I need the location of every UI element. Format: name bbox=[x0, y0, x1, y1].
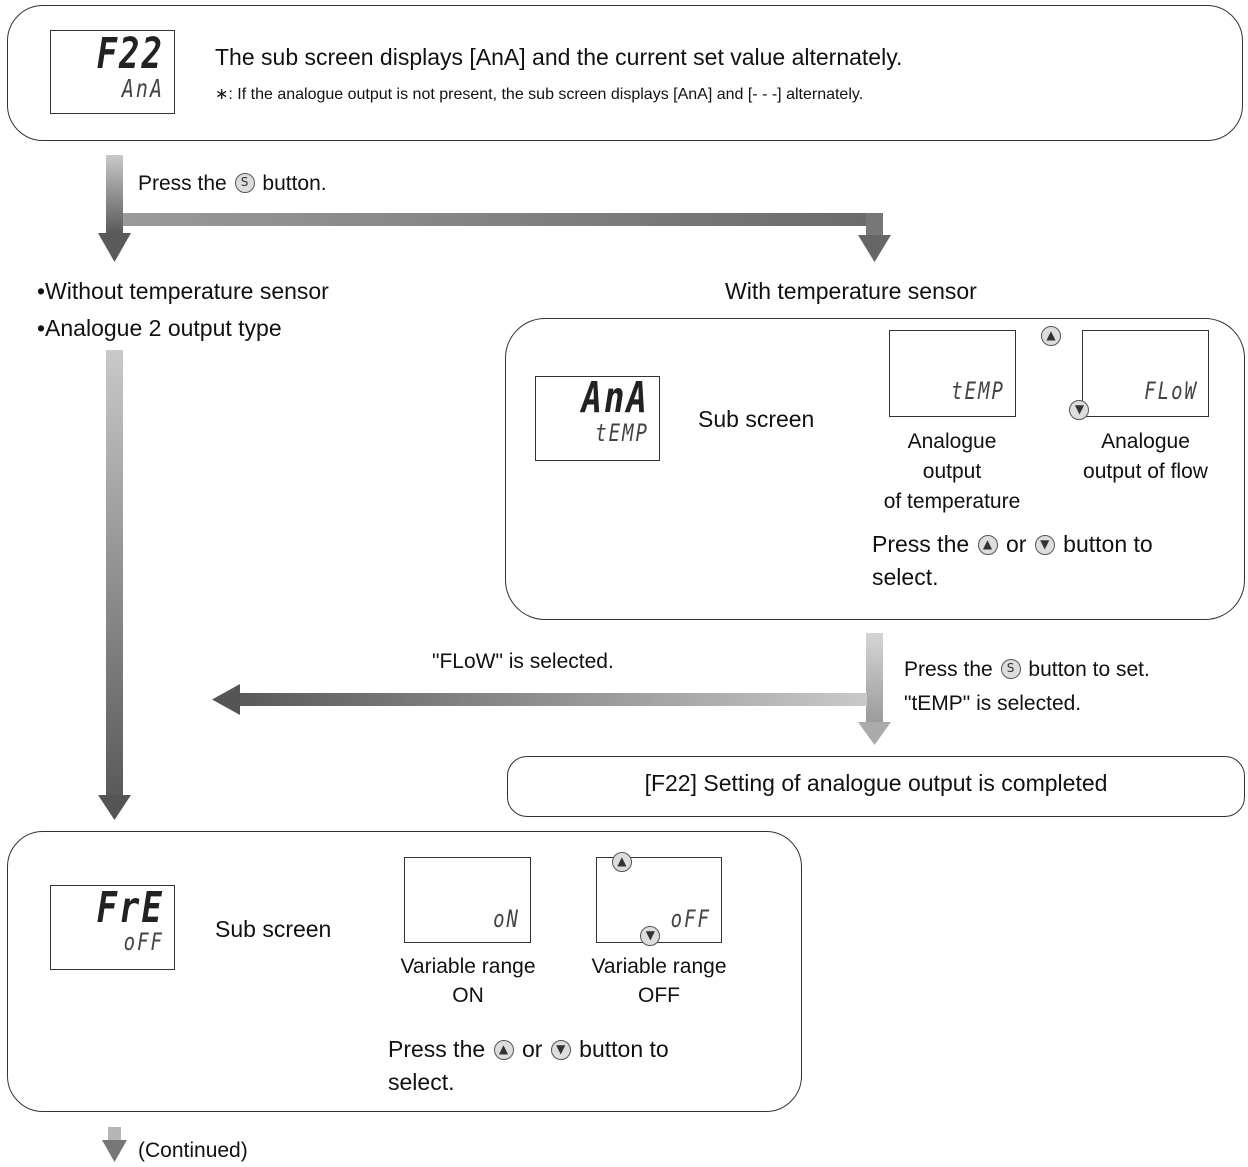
completed-label: [F22] Setting of analogue output is comp… bbox=[644, 770, 1108, 796]
right-down-arrow bbox=[858, 633, 891, 745]
up-button-icon: ▲ bbox=[977, 535, 998, 555]
temp-selected-label: "tEMP" is selected. bbox=[904, 692, 1082, 715]
lcd-option-text: tEMP bbox=[951, 377, 1005, 406]
option-flow-label: Analogue output of flow bbox=[1083, 430, 1208, 483]
flow-selected-label: "FLoW" is selected. bbox=[432, 650, 614, 673]
range-select-instruction: Press the ▲ or ▼ button to select. bbox=[388, 1036, 669, 1095]
lcd-sub-text: AnA bbox=[121, 73, 164, 103]
left-branch-line1: •Without temperature sensor bbox=[37, 278, 329, 304]
continued-label: (Continued) bbox=[138, 1139, 248, 1162]
option-temp-label: Analogue output of temperature bbox=[883, 430, 1021, 513]
lcd-option-text: oFF bbox=[670, 905, 711, 934]
lcd-on-option: oN bbox=[404, 857, 531, 943]
left-down-arrow bbox=[98, 350, 131, 820]
lcd-ana: AnA tEMP bbox=[535, 373, 660, 461]
left-branch-line2: •Analogue 2 output type bbox=[37, 315, 282, 341]
press-s-set-instruction: Press the S button to set. bbox=[904, 658, 1150, 681]
f22-note: ∗: If the analogue output is not present… bbox=[215, 86, 864, 103]
option-off-label: Variable range OFF bbox=[591, 955, 727, 1007]
set-button-icon: S bbox=[1000, 659, 1021, 679]
f22-info-box bbox=[7, 5, 1243, 141]
lcd-main-text: FrE bbox=[96, 883, 164, 933]
lcd-off-option: oFF bbox=[596, 857, 722, 943]
completed-box bbox=[507, 756, 1245, 817]
press-s-before: Press the bbox=[138, 172, 227, 195]
set-button-icon: S bbox=[234, 173, 255, 193]
down-button-icon: ▼ bbox=[550, 1040, 571, 1060]
down-button-icon: ▼ bbox=[640, 926, 661, 946]
option-on-label: Variable range ON bbox=[400, 955, 536, 1007]
lcd-main-text: AnA bbox=[581, 373, 649, 423]
lcd-option-text: oN bbox=[493, 905, 520, 934]
right-branch-heading: With temperature sensor bbox=[725, 278, 977, 304]
continued-arrow bbox=[102, 1127, 127, 1162]
up-button-icon: ▲ bbox=[1041, 326, 1061, 346]
down-button-icon: ▼ bbox=[1034, 535, 1055, 555]
up-button-icon: ▲ bbox=[493, 1040, 514, 1060]
lcd-f22: F22 AnA bbox=[50, 29, 175, 114]
stem-arrow bbox=[98, 155, 131, 262]
lcd-temp-option: tEMP bbox=[889, 330, 1016, 417]
temp-select-instruction: Press the ▲ or ▼ button to select. bbox=[872, 531, 1153, 590]
flow-selected-arrow bbox=[212, 684, 867, 715]
lcd-option-text: FLoW bbox=[1144, 377, 1198, 406]
up-button-icon: ▲ bbox=[611, 852, 632, 872]
lcd-main-text: F22 bbox=[96, 29, 164, 79]
branch-right-arrow bbox=[123, 213, 891, 262]
lcd-sub-text: tEMP bbox=[595, 419, 649, 448]
lcd-fre: FrE oFF bbox=[50, 883, 175, 970]
sub-screen-label: Sub screen bbox=[215, 916, 332, 942]
press-s-after: button. bbox=[262, 172, 327, 195]
f22-description: The sub screen displays [AnA] and the cu… bbox=[215, 44, 903, 70]
sub-screen-label: Sub screen bbox=[698, 406, 815, 432]
lcd-flow-option: FLoW bbox=[1082, 330, 1209, 417]
down-button-icon: ▼ bbox=[1069, 400, 1090, 420]
lcd-sub-text: oFF bbox=[123, 928, 164, 957]
press-s-instruction: Press the S button. bbox=[138, 172, 327, 196]
